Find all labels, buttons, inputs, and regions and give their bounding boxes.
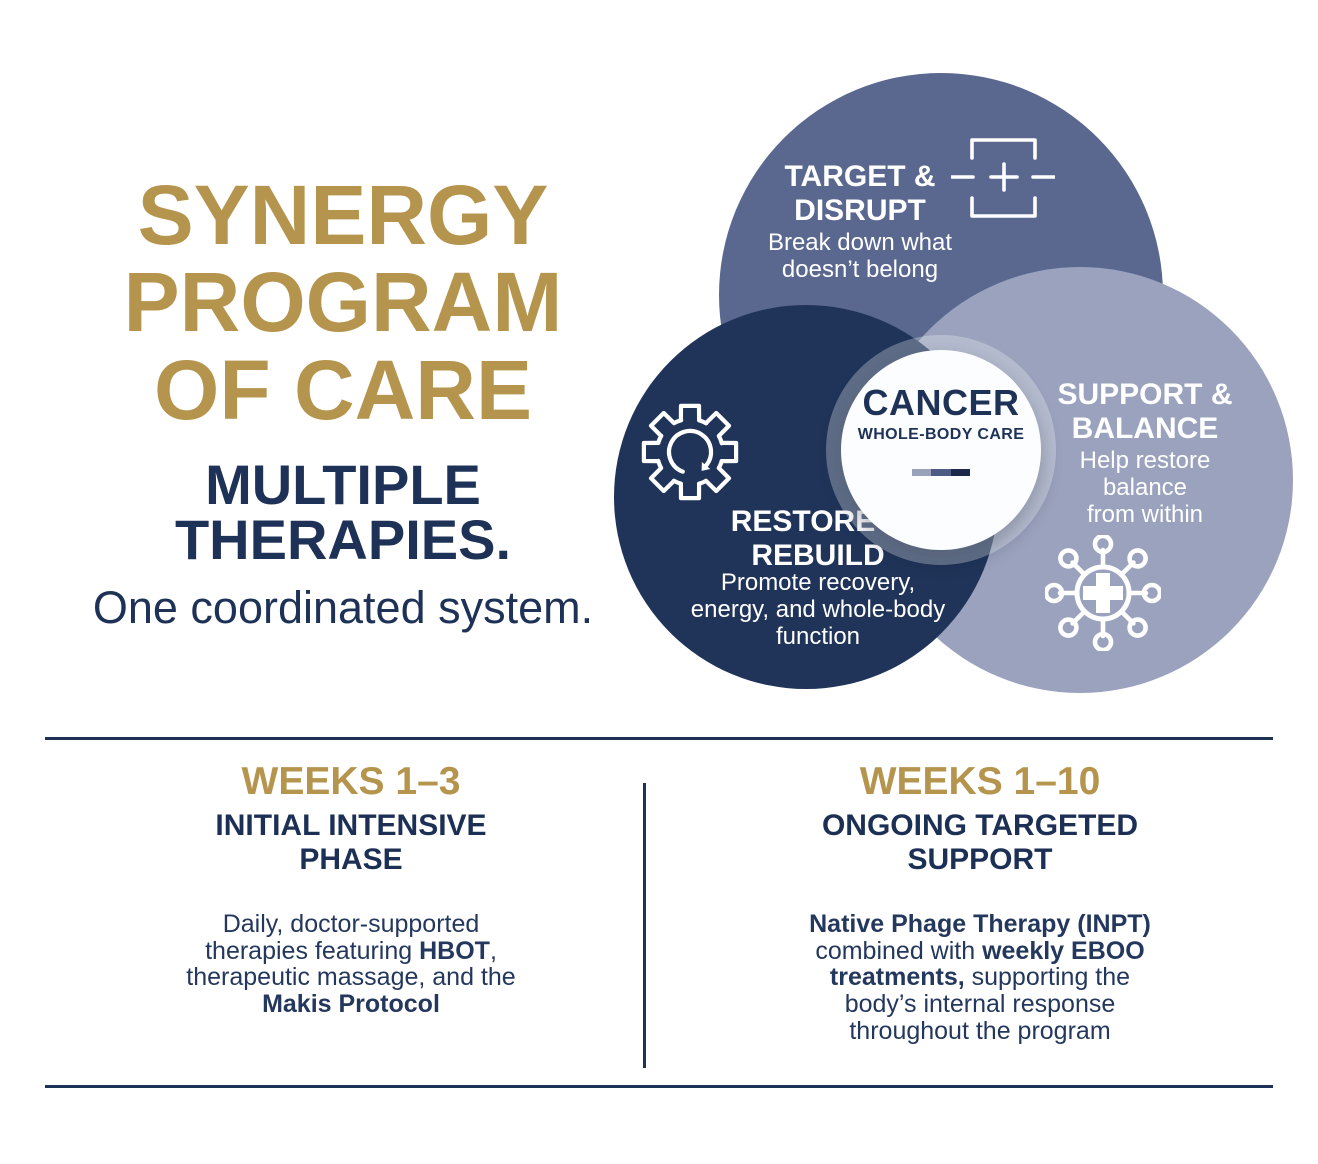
phase-2-weeks: WEEKS 1–10 <box>859 760 1101 803</box>
phase-ongoing-support: WEEKS 1–10 ONGOING TARGETED SUPPORT Nati… <box>680 762 1280 1045</box>
phase-1-weeks: WEEKS 1–3 <box>241 760 461 803</box>
tagline: One coordinated system. <box>92 581 594 633</box>
support-balance-label: SUPPORT & BALANCE <box>1020 378 1270 446</box>
phase-initial-intensive: WEEKS 1–3 INITIAL INTENSIVE PHASE Daily,… <box>95 762 607 1018</box>
support-balance-heading: SUPPORT & BALANCE <box>1057 378 1233 445</box>
target-disrupt-heading: TARGET & DISRUPT <box>784 160 936 227</box>
bar-segment-light <box>912 469 931 476</box>
support-balance-desc-block: Help restore balance from within <box>1040 447 1250 529</box>
bar-segment-dark <box>951 469 970 476</box>
center-subtitle: WHOLE-BODY CARE <box>857 426 1025 443</box>
main-title: SYNERGY PROGRAM OF CARE <box>123 168 563 437</box>
phase-2-body: Native Phage Therapy (INPT) combined wit… <box>809 909 1151 1045</box>
center-segment-bar <box>912 469 970 476</box>
restore-rebuild-desc: Promote recovery, energy, and whole-body… <box>690 569 946 650</box>
crosshair-target-icon <box>951 138 1055 218</box>
target-disrupt-desc: Break down what doesn’t belong <box>767 229 953 283</box>
phase-2-heading: ONGOING TARGETED SUPPORT <box>821 809 1139 876</box>
phase-1-heading: INITIAL INTENSIVE PHASE <box>215 809 487 876</box>
target-disrupt-desc-block: Break down what doesn’t belong <box>735 229 985 284</box>
top-divider <box>45 737 1273 740</box>
subtitle: MULTIPLE THERAPIES. <box>174 453 512 571</box>
title-block: SYNERGY PROGRAM OF CARE MULTIPLE THERAPI… <box>35 168 651 634</box>
bar-segment-medium <box>931 469 951 476</box>
restore-rebuild-desc-block: Promote recovery, energy, and whole-body… <box>653 569 983 651</box>
cell-cross-icon <box>1045 535 1161 651</box>
target-disrupt-label: TARGET & DISRUPT <box>735 160 985 228</box>
center-circle: CANCER WHOLE-BODY CARE <box>841 350 1041 550</box>
support-balance-desc: Help restore balance from within <box>1079 447 1211 528</box>
vertical-divider <box>643 783 646 1068</box>
bottom-divider <box>45 1085 1273 1088</box>
phase-1-body: Daily, doctor-supported therapies featur… <box>186 909 516 1019</box>
center-title: CANCER <box>862 382 1020 423</box>
gear-refresh-icon <box>641 403 739 501</box>
